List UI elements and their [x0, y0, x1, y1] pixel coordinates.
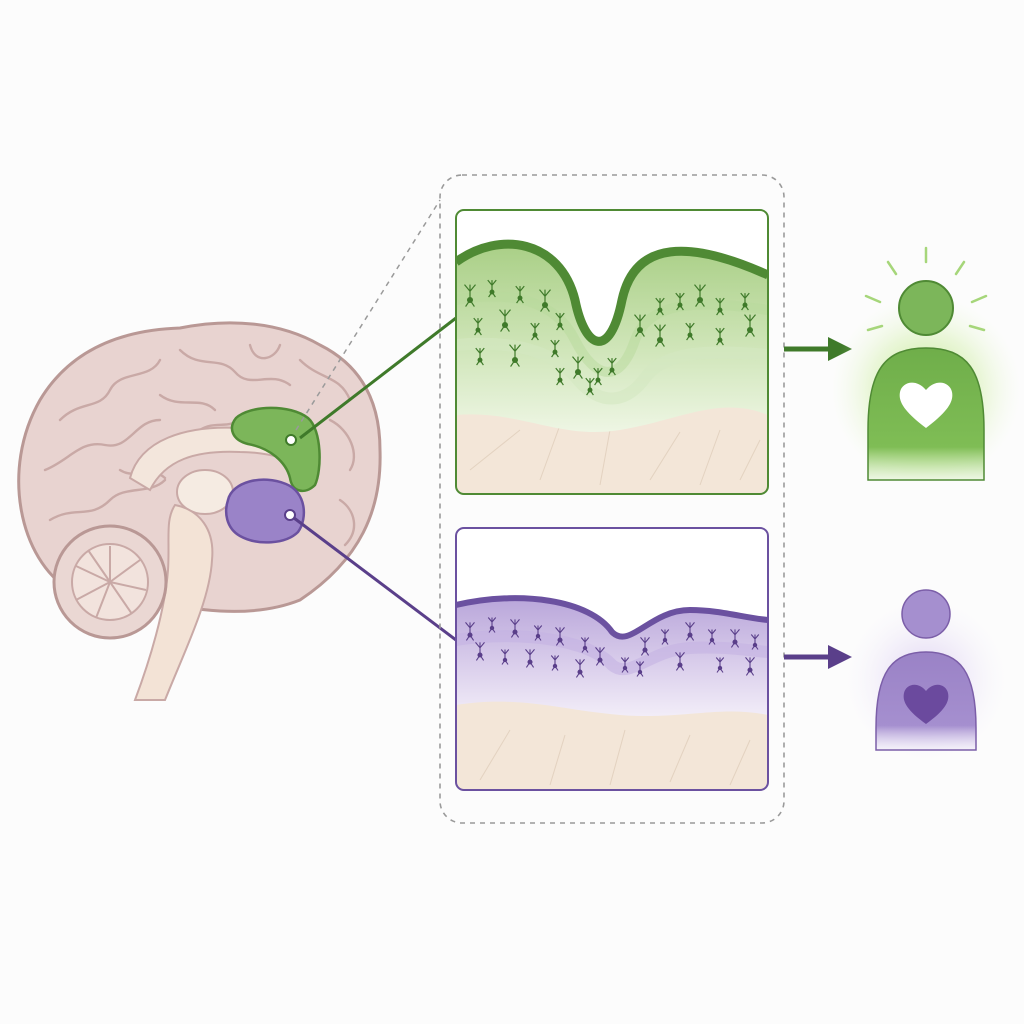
neuron-dendrites: [510, 619, 520, 638]
neuron-dendrites: [555, 627, 565, 646]
neuron-dendrites: [539, 289, 551, 312]
neuron-dendrites: [515, 285, 525, 304]
neuron-dendrites: [550, 655, 560, 671]
neuron-dendrites: [499, 309, 511, 332]
person-heart-icon-purple: [844, 589, 1008, 762]
brainstem: [133, 503, 214, 701]
neuron-dendrites: [465, 622, 475, 641]
neuron-dendrites: [555, 312, 565, 331]
neuron-dendrites: [575, 659, 585, 678]
heart-icon: [899, 382, 953, 428]
neuron-dendrites: [620, 657, 630, 673]
neuron-dendrites: [750, 634, 760, 650]
neuron-dendrites: [745, 657, 755, 676]
zoom-frame: [439, 174, 785, 824]
neuron-dendrites: [655, 297, 665, 316]
neuron-dendrites: [607, 357, 617, 376]
neuron-dendrites: [487, 279, 497, 298]
purple-region-marker: [284, 509, 296, 521]
neuron-dendrites: [595, 647, 605, 666]
cortex-panel-purple: [455, 527, 769, 791]
neuron-dendrites: [635, 661, 645, 677]
zoom-connectors: [293, 199, 457, 642]
green-arrow: [784, 337, 852, 361]
neuron-dendrites: [475, 642, 485, 661]
green-connector-line: [299, 316, 457, 440]
neuron-dendrites: [685, 622, 695, 641]
neuron-dendrites: [593, 367, 603, 386]
purple-connector-line: [293, 516, 457, 642]
neuron-dendrites: [634, 314, 646, 337]
neuron-dendrites: [675, 652, 685, 671]
purple-neurons: [465, 617, 760, 678]
neuron-dendrites: [744, 314, 756, 337]
neuron-dendrites: [585, 377, 595, 396]
pial-surface-green: [456, 239, 768, 346]
brain-illustration: [17, 321, 382, 701]
neuron-dendrites: [675, 292, 685, 311]
neuron-dendrites: [715, 297, 725, 316]
neuron-dendrites: [473, 317, 483, 336]
neuron-dendrites: [500, 649, 510, 665]
neuron-dendrites: [730, 629, 740, 648]
person-heart-icon-green: [831, 246, 1021, 485]
neuron-dendrites: [654, 324, 666, 347]
neuron-dendrites: [487, 617, 497, 633]
green-neurons: [464, 279, 756, 396]
neuron-dendrites: [572, 356, 584, 379]
neuron-dendrites: [707, 629, 717, 645]
purple-subcortical-region: [224, 478, 306, 544]
neuron-dendrites: [525, 649, 535, 668]
neuron-dendrites: [550, 339, 560, 358]
neuron-dendrites: [530, 322, 540, 341]
neuron-dendrites: [475, 347, 485, 366]
neuron-dendrites: [640, 637, 650, 656]
neuron-dendrites: [740, 292, 750, 311]
heart-icon: [903, 684, 949, 724]
purple-arrow: [784, 645, 852, 669]
green-region-marker: [285, 434, 297, 446]
neuron-dendrites: [660, 629, 670, 645]
cortex-panel-green: [455, 209, 769, 495]
neuron-dendrites: [580, 637, 590, 653]
neuron-dendrites: [715, 657, 725, 673]
glow-rays: [864, 246, 988, 332]
neuron-dendrites: [533, 625, 543, 641]
cerebellum: [52, 524, 168, 640]
neuron-dendrites: [555, 367, 565, 386]
neuron-dendrites: [685, 322, 695, 341]
pial-surface-purple: [456, 595, 768, 640]
neuron-dendrites: [509, 344, 521, 367]
neuron-dendrites: [464, 284, 476, 307]
neuron-dendrites: [694, 284, 706, 307]
neuron-dendrites: [715, 327, 725, 346]
